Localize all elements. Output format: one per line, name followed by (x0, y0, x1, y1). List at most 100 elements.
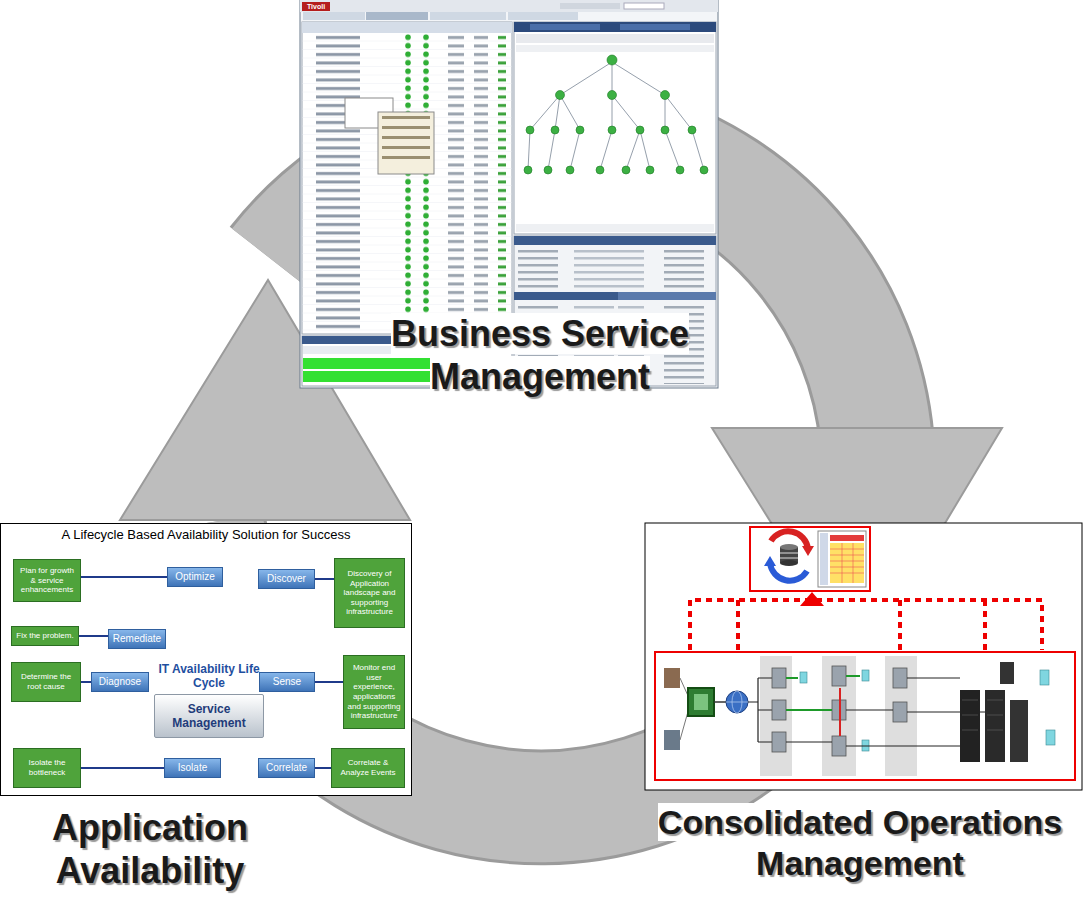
connector-line (81, 576, 167, 578)
console-screenshot-part-part (551, 126, 559, 134)
console-screenshot-part-part (612, 95, 613, 130)
operations-panel-part (780, 553, 798, 554)
task-box: Plan for growth & service enhancements (13, 559, 81, 602)
box-label: Diagnose (95, 676, 145, 688)
operations-panel-part-part (987, 700, 1003, 701)
box-label: Correlate & Analyze Events (335, 758, 401, 777)
operations-panel-part (655, 652, 1075, 780)
box-label: Fix the problem. (16, 631, 73, 641)
console-screenshot-part (528, 62, 704, 170)
box-label: IT Availability Life Cycle (154, 663, 264, 691)
task-box: Monitor end user experience, application… (343, 655, 405, 729)
console-screenshot-part (620, 24, 690, 30)
section-title: Application Availability (0, 806, 300, 892)
console-screenshot-part (302, 22, 512, 334)
operations-panel-part-part (1040, 670, 1049, 685)
operations-panel-part (962, 700, 1003, 730)
operations-panel-part (830, 543, 864, 583)
box-label: Remediate (112, 633, 162, 645)
task-box: Determine the root cause (11, 662, 81, 702)
console-screenshot-part-part (661, 91, 670, 100)
operations-panel-part-part (832, 666, 846, 686)
console-screenshot-part (514, 292, 716, 300)
phase-box: Diagnose (91, 672, 149, 692)
section-title: Consolidated Operations Management (645, 802, 1075, 884)
task-box: Correlate & Analyze Events (331, 748, 405, 788)
console-screenshot-part-part (612, 62, 665, 95)
hub-label: Service Management (154, 694, 264, 738)
console-screenshot-part-part (692, 130, 704, 170)
console-screenshot-part-part (646, 166, 654, 174)
section-title-text: Consolidated Operations Management (658, 803, 1062, 882)
operations-panel-part-part (1046, 730, 1055, 745)
phase-box: Correlate (258, 758, 315, 778)
operations-panel-part (839, 688, 841, 736)
operations-panel-part (786, 677, 798, 679)
operations-panel-part (750, 527, 870, 591)
operations-panel-part (664, 668, 680, 688)
console-screenshot-part-part (524, 166, 532, 174)
operations-panel-part-part (987, 730, 1003, 731)
operations-panel-part (688, 688, 714, 716)
box-label: Discovery of Application landscape and s… (338, 569, 401, 617)
operations-panel-part (726, 702, 748, 703)
operations-panel-part (690, 600, 1042, 650)
console-screenshot-part (514, 236, 716, 245)
operations-panel-part (664, 730, 680, 750)
operations-panel-part (898, 600, 902, 650)
operations-panel-part-part (987, 715, 1003, 716)
console-screenshot-part (514, 22, 716, 234)
operations-panel-part (786, 678, 985, 746)
console-screenshot-part-part (560, 95, 580, 130)
console-screenshot-part (508, 12, 578, 20)
operations-panel-part-part (962, 700, 978, 701)
console-screenshot-part (530, 24, 600, 30)
operations-panel-part (764, 556, 776, 566)
console-screenshot-part (382, 116, 430, 119)
console-screenshot-part (430, 12, 506, 20)
section-title-text: Business Service Management (391, 313, 689, 397)
operations-panel-part-part (853, 543, 854, 583)
operations-panel (645, 523, 1082, 790)
phase-box: Discover (258, 569, 315, 589)
operations-panel-part-part (830, 549, 864, 550)
operations-panel-part-part (830, 555, 864, 556)
console-screenshot-part-part (566, 166, 574, 174)
console-screenshot-part-part (555, 95, 560, 130)
console-screenshot-part (302, 2, 330, 11)
operations-panel-part (960, 690, 980, 762)
operations-panel-part (726, 691, 748, 713)
operations-panel-part (800, 592, 824, 606)
console-screenshot-part (514, 248, 716, 288)
connector-line (315, 578, 334, 580)
operations-panel-part-part (862, 670, 869, 681)
console-screenshot-part-part (661, 126, 669, 134)
console-screenshot-part-part (636, 126, 644, 134)
console-screenshot-part-part (600, 130, 612, 170)
console-screenshot-part-part (560, 62, 612, 95)
phase-box: Optimize (167, 567, 223, 587)
console-screenshot-part (618, 292, 716, 300)
console-screenshot-part-part (608, 91, 617, 100)
console-screenshot-part (624, 3, 664, 9)
lifecycle-hub: IT Availability Life CycleService Manage… (154, 663, 264, 738)
console-screenshot-part-part (640, 130, 650, 170)
console-screenshot-part-part (596, 166, 604, 174)
operations-panel-part (780, 544, 798, 550)
console-screenshot-part (300, 0, 718, 12)
task-box: Discovery of Application landscape and s… (334, 558, 405, 628)
task-box: Fix the problem. (11, 626, 79, 646)
console-screenshot-part (382, 156, 430, 159)
operations-panel-part (714, 701, 726, 703)
box-label: Plan for growth & service enhancements (17, 566, 77, 595)
console-screenshot-part-part (530, 95, 560, 130)
operations-panel-part (1010, 700, 1028, 762)
operations-panel-part-part (962, 715, 978, 716)
operations-panel-part-part (830, 567, 864, 568)
operations-panel-part-part (772, 700, 786, 720)
product-logo: Tivoli (302, 2, 330, 11)
section-title: Business Service Management (350, 312, 730, 398)
console-screenshot-part-part (576, 126, 584, 134)
phase-box: Remediate (108, 629, 166, 649)
console-screenshot-part-part (676, 166, 684, 174)
